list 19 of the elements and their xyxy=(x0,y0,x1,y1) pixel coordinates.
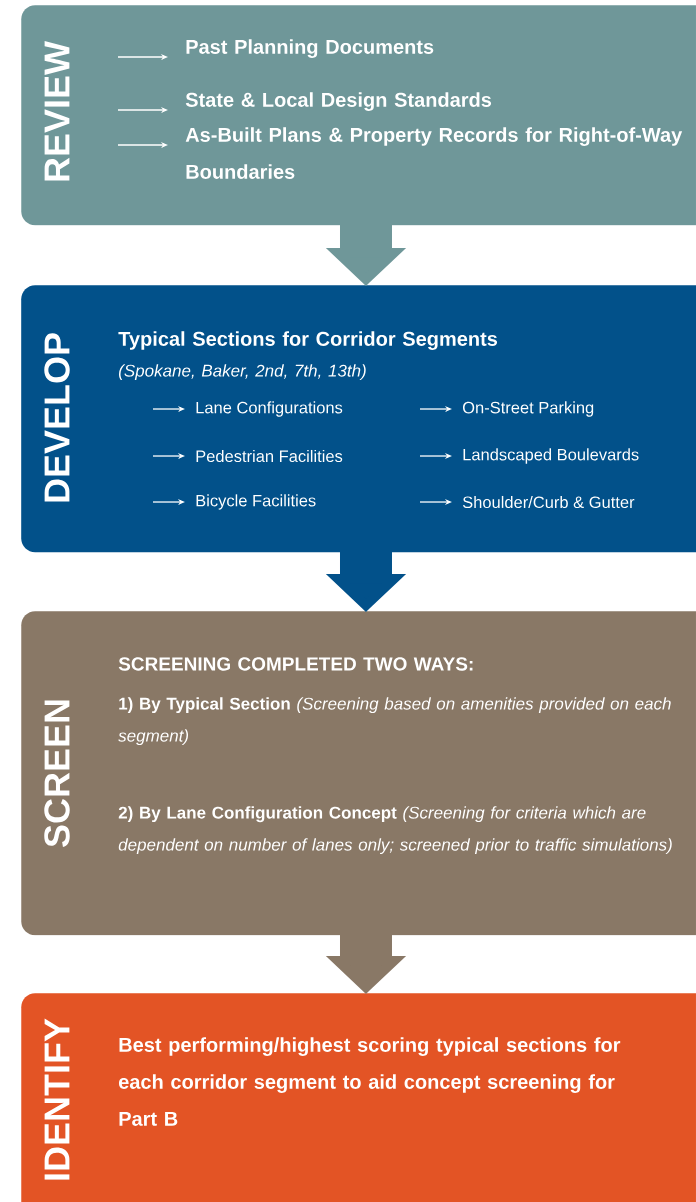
paragraph: Best performing/highest scoring typical sections for each corridor segment to aid concept screening for Part B xyxy=(119,1037,621,1126)
text-item: State & Local Design Standards xyxy=(185,92,492,111)
paragraph: 1) By Typical Section (Screening based on amenities provided on each segment) xyxy=(118,697,671,746)
section-heading: Typical Sections for Corridor Segments xyxy=(118,331,498,350)
section-heading: SCREENING COMPLETED TWO WAYS: xyxy=(118,657,473,671)
subheading: (Spokane, Baker, 2nd, 7th, 13th) xyxy=(119,364,366,381)
list-item: Lane Configurations xyxy=(196,401,343,417)
step-label: SCREEN xyxy=(44,700,70,847)
list-item: Shoulder/Curb & Gutter xyxy=(462,495,635,509)
step-label: IDENTIFY xyxy=(44,1018,70,1180)
text-item: As-Built Plans & Property Records for Right-of-Way Boundaries xyxy=(185,127,683,179)
list-item: Landscaped Boulevards xyxy=(463,448,639,464)
step-label: DEVELOP xyxy=(44,333,70,502)
list-item: Bicycle Facilities xyxy=(196,494,316,510)
text-item: Past Planning Documents xyxy=(186,39,434,58)
paragraph: 2) By Lane Configuration Concept (Screening for criteria which are dependent on number of lanes only; screened prior to traffic simulations) xyxy=(118,806,672,855)
list-item: Pedestrian Facilities xyxy=(196,449,343,463)
list-item: On-Street Parking xyxy=(463,401,594,417)
step-label: REVIEW xyxy=(44,41,70,181)
